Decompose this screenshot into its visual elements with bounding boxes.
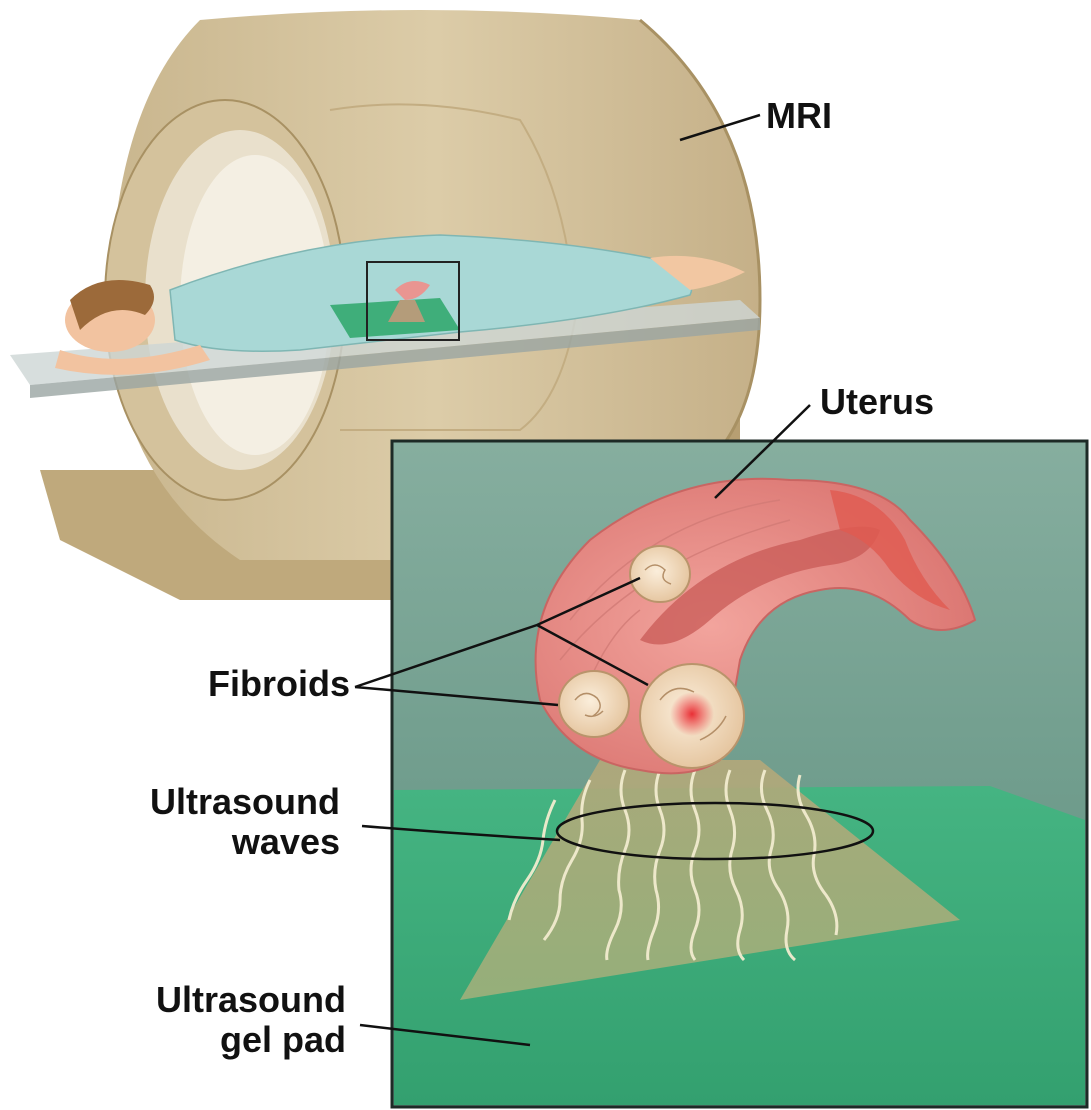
label-gel-pad: Ultrasound gel pad [110, 980, 346, 1060]
label-mri: MRI [766, 96, 832, 136]
fibroid-top [630, 546, 690, 602]
fibroid-large [640, 664, 744, 768]
inset-panel [392, 441, 1087, 1107]
label-gel-pad-line2: gel pad [110, 1020, 346, 1060]
label-ultrasound-waves-line1: Ultrasound [110, 782, 340, 822]
label-gel-pad-line1: Ultrasound [110, 980, 346, 1020]
fibroid-left [559, 671, 629, 737]
label-uterus: Uterus [820, 382, 934, 422]
label-fibroids: Fibroids [160, 664, 350, 704]
label-ultrasound-waves: Ultrasound waves [110, 782, 340, 862]
label-ultrasound-waves-line2: waves [110, 822, 340, 862]
